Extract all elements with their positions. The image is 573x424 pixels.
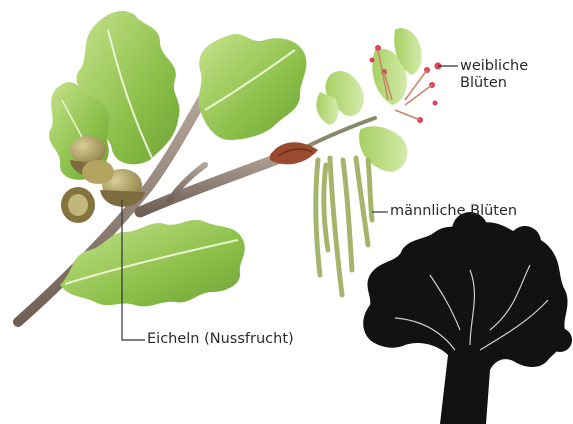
male-catkins — [316, 158, 372, 295]
label-female-flowers: weibliche Blüten — [460, 58, 528, 92]
oak-tree-silhouette-icon — [363, 212, 572, 424]
young-leaves — [316, 28, 421, 172]
label-female-flowers-line1: weibliche — [460, 58, 528, 75]
label-male-flowers: männliche Blüten — [390, 203, 517, 220]
label-female-flowers-line2: Blüten — [460, 75, 528, 92]
oak-leaf-lower — [60, 220, 245, 307]
label-acorns: Eicheln (Nussfrucht) — [147, 331, 294, 348]
